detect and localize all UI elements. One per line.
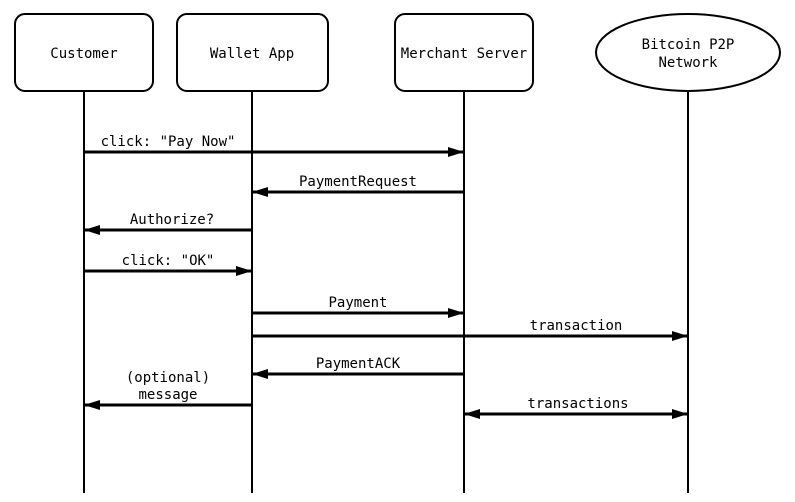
message-8-label: message: [138, 387, 197, 403]
message-7: PaymentACK: [252, 356, 464, 379]
message-9: transactions: [464, 396, 688, 419]
message-4-label: click: "OK": [122, 253, 215, 269]
actor-bitcoin-p2p-network: Bitcoin P2P Network: [595, 13, 781, 92]
message-2-label: PaymentRequest: [299, 174, 417, 190]
message-1-label: click: "Pay Now": [101, 134, 236, 150]
message-5: Payment: [252, 295, 464, 318]
message-8: (optional)message: [84, 370, 252, 410]
message-1: click: "Pay Now": [84, 134, 464, 157]
message-5-label: Payment: [328, 295, 387, 311]
message-7-label: PaymentACK: [316, 356, 401, 372]
actor-bitcoin-p2p-network-label: Network: [658, 55, 718, 71]
actor-merchant-server-box: [394, 13, 534, 92]
actor-wallet-app: Wallet App: [176, 13, 329, 92]
actor-customer-box: [14, 13, 154, 92]
message-2: PaymentRequest: [252, 174, 464, 197]
message-8-label: (optional): [126, 370, 210, 386]
actor-merchant-server-label: Merchant Server: [401, 46, 527, 62]
actor-customer-label: Customer: [50, 46, 117, 62]
actor-customer: Customer: [14, 13, 154, 92]
message-3: Authorize?: [84, 212, 252, 235]
message-3-label: Authorize?: [130, 212, 214, 228]
message-6-arrowhead: [672, 331, 688, 341]
message-9-label: transactions: [527, 396, 628, 412]
message-4: click: "OK": [84, 253, 252, 276]
message-9-arrowhead: [464, 409, 480, 419]
message-8-arrowhead: [84, 400, 100, 410]
actor-wallet-app-label: Wallet App: [210, 46, 294, 62]
message-7-arrowhead: [252, 369, 268, 379]
message-9-arrowhead: [672, 409, 688, 419]
message-1-arrowhead: [448, 147, 464, 157]
message-2-arrowhead: [252, 187, 268, 197]
actor-bitcoin-p2p-network-label: Bitcoin P2P: [642, 37, 735, 53]
actor-bitcoin-p2p-network-ellipse: [595, 13, 781, 92]
actor-wallet-app-box: [176, 13, 329, 92]
message-6-label: transaction: [530, 318, 623, 334]
actor-merchant-server: Merchant Server: [394, 13, 534, 92]
message-4-arrowhead: [236, 266, 252, 276]
message-3-arrowhead: [84, 225, 100, 235]
message-6: transaction: [252, 318, 688, 341]
message-5-arrowhead: [448, 308, 464, 318]
